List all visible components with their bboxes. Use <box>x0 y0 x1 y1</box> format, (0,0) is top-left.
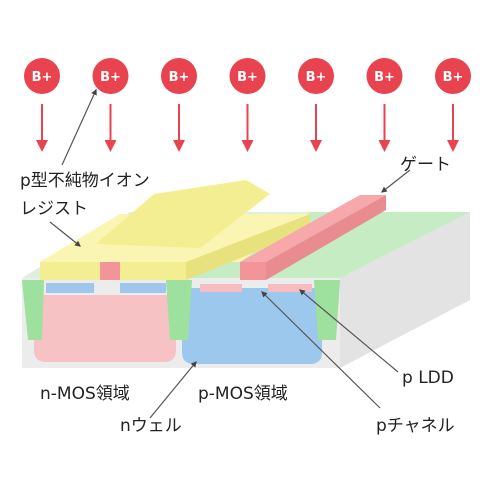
ion-row: B+ B+ B+ B+ B+ B+ B+ <box>24 58 471 152</box>
leader-lines <box>49 88 411 419</box>
label-nwell: nウェル <box>120 416 182 436</box>
nwell-leader <box>149 361 197 419</box>
isolation-left <box>22 280 44 340</box>
label-resist-line2: レジスト <box>20 199 88 219</box>
ion-5: B+ <box>298 58 334 152</box>
isolation-right <box>314 280 340 340</box>
gate-top <box>240 195 386 262</box>
ion-circle <box>229 58 266 94</box>
ion-label: B+ <box>32 70 53 85</box>
pchannel-leader <box>261 291 381 409</box>
label-pchannel: pチャネル <box>376 416 455 436</box>
gate-electrode <box>100 195 386 280</box>
ion-label: B+ <box>169 70 190 85</box>
ion-arrow-head <box>241 140 254 152</box>
channel-right <box>120 283 166 293</box>
ion-circle <box>24 58 60 94</box>
label-nmos: n-MOS領域 <box>40 384 130 404</box>
substrate-side-face <box>340 212 470 368</box>
p-well-region <box>34 295 176 362</box>
resist-right-face <box>186 214 310 280</box>
label-resist-line1: p型不純物イオン <box>20 171 150 191</box>
gate-front <box>240 262 266 280</box>
resist-raised-ridge <box>96 180 270 248</box>
ion-circle <box>435 58 471 94</box>
cross-section <box>22 280 340 364</box>
ion-circle <box>92 58 129 94</box>
ion-7: B+ <box>435 58 471 152</box>
ion-arrow-head <box>104 140 117 152</box>
pldd-leader <box>299 289 399 373</box>
ion-arrow-head <box>378 140 391 152</box>
ion-arrow-head <box>310 140 322 152</box>
gate-leader <box>381 169 411 193</box>
label-pldd: p LDD <box>402 368 454 388</box>
ion-arrow-head <box>173 140 185 152</box>
ion-circle <box>298 58 334 94</box>
resist-ion-leader <box>61 88 97 166</box>
label-gate: ゲート <box>400 155 451 175</box>
ion-circle <box>366 58 403 94</box>
gate-right <box>266 195 386 280</box>
gate-small-left <box>100 262 120 280</box>
ion-arrow-head <box>447 140 459 152</box>
ion-6: B+ <box>366 58 403 152</box>
ion-label: B+ <box>100 70 121 85</box>
ion-label: B+ <box>374 70 395 85</box>
ion-circle <box>161 58 197 94</box>
isolation-center <box>166 280 192 340</box>
resist-leader <box>49 221 81 247</box>
ion-arrow-head <box>36 140 48 152</box>
ion-label: B+ <box>306 70 327 85</box>
ion-4: B+ <box>229 58 266 152</box>
channel-left <box>46 283 94 293</box>
n-well-region <box>182 288 322 364</box>
ldd-left <box>200 284 242 292</box>
ion-label: B+ <box>443 70 464 85</box>
ion-label: B+ <box>237 70 258 85</box>
ldd-right <box>268 284 312 292</box>
label-pmos: p-MOS領域 <box>198 384 288 404</box>
ion-3: B+ <box>161 58 197 152</box>
ion-1: B+ <box>24 58 60 152</box>
ion-2: B+ <box>92 58 129 152</box>
